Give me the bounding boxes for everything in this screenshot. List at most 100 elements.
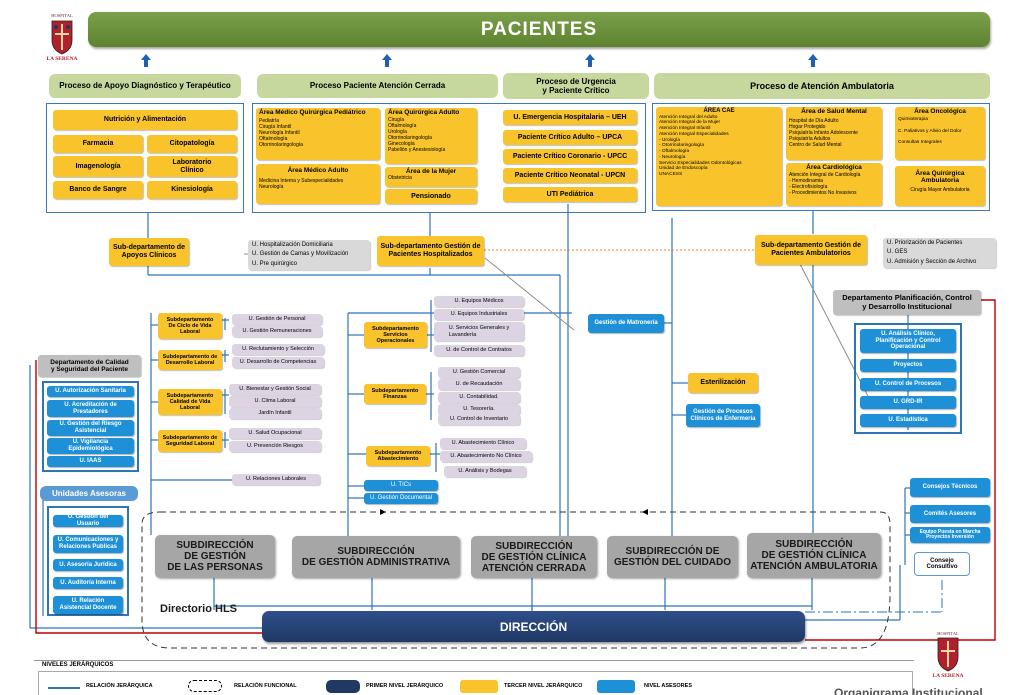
personas-unit: U. Bienestar y Gestión Social — [229, 384, 321, 395]
planificacion-unit: U. GRD-IR — [860, 396, 956, 409]
area-salud-mental: Área de Salud Mental Hospital de Día Adu… — [786, 107, 882, 160]
area-pensionado: Pensionado — [385, 189, 477, 204]
footer-title: Organigrama Institucional — [834, 686, 983, 695]
unit-farmacia-label: Farmacia — [82, 140, 114, 148]
personas-unit-label: U. Clima Laboral — [254, 398, 296, 405]
unit-laboratorio-label: Laboratorio Clínico — [172, 158, 212, 174]
legend-title: NIVELES JERÁRQUICOS — [42, 662, 114, 668]
subdireccion-cerrada: SUBDIRECCIÓN DE GESTIÓN CLÍNICA ATENCIÓN… — [471, 536, 597, 578]
area-medico-ped-items: Pediatría Cirugía Infantil Neurología In… — [259, 118, 303, 149]
urgencia-unit: Paciente Crítico Neonatal - UPCN — [503, 168, 637, 183]
calidad-unit: U. Acreditación de Prestadores — [47, 400, 134, 417]
subdireccion-administrativa-label: SUBDIRECCIÓN DE GESTIÓN ADMINISTRATIVA — [301, 546, 451, 568]
subdepto-hospitalizados-label: Sub-departamento Gestión de Pacientes Ho… — [380, 243, 481, 258]
planificacion-unit: U. Análisis Clínico, Planificación y Con… — [860, 329, 956, 353]
asesora-unit: U. Relación Asistencial Docente — [53, 596, 123, 614]
personas-unit: U. Gestión de Personal — [232, 314, 322, 325]
planificacion-unit: U. Estadística — [860, 414, 956, 427]
personas-unit: U. Clima Laboral — [229, 396, 321, 407]
area-quir-adulto-title: Área Quirúrgica Adulto — [388, 109, 460, 116]
subdepto-calidad-label: Subdepartamento Calidad de Vida Laboral — [166, 392, 214, 412]
consejo-unit-label: Comités Asesores — [923, 510, 977, 517]
admin-unit-label: U. de Control de Contratos — [446, 347, 512, 354]
hospital-logo: HOSPITAL LA SERENA — [42, 12, 82, 62]
svg-text:HOSPITAL: HOSPITAL — [51, 13, 73, 18]
unit-tics: U. TICs — [364, 480, 438, 491]
admin-unit: U. Abastecimiento No Clínico — [440, 451, 532, 462]
process-urgencia-label: Proceso de Urgencia y Paciente Crítico — [536, 76, 616, 95]
consejo-unit-label: Consejos Técnicos — [922, 484, 978, 491]
personas-unit-label: U. Desarrollo de Competencias — [239, 359, 317, 366]
urgencia-unit-label: U. Emergencia Hospitalaria – UEH — [513, 113, 627, 121]
asesora-unit: U. Asesoría Jurídica — [53, 559, 123, 571]
admin-unit-label: U. Análisis y Bodegas — [458, 468, 512, 475]
admin-unit: U. Equipos Industriales — [434, 309, 524, 320]
consejo-unit: Equipo Puesta en Marcha Proyectos Invers… — [910, 527, 990, 543]
admin-unit: U. de Control de Contratos — [434, 345, 524, 356]
area-mujer: Área de la Mujer Obstetricia — [385, 167, 477, 187]
gestion-matroneria-label: Gestión de Matronería — [594, 320, 658, 327]
personas-unit: U. Reclutamiento y Selección — [232, 344, 324, 355]
personas-unit-label: U. Prevención Riesgos — [247, 443, 303, 450]
calidad-unit-label: U. IAAS — [79, 458, 102, 465]
admin-unit: U. Servicios Generales y Lavandería — [434, 322, 524, 341]
direccion-box: DIRECCIÓN — [262, 611, 805, 642]
unit-kinesiologia: Kinesiología — [147, 181, 237, 199]
direccion-label: DIRECCIÓN — [499, 619, 568, 634]
process-cerrada-label: Proceso Paciente Atención Cerrada — [309, 81, 446, 91]
admin-unit-label: U. Equipos Médicos — [454, 298, 504, 305]
personas-unit-label: U. Gestión de Personal — [248, 316, 306, 323]
subdepto-desarrollo: Subdepartamento de Desarrollo Laboral — [158, 350, 222, 370]
area-oncologica-items: Quimioterapia C. Paliativos y Alivio del… — [898, 117, 962, 146]
calidad-dept-panel — [42, 381, 139, 472]
admin-unit: U. Equipos Médicos — [434, 296, 524, 307]
urgencia-unit-label: UTI Pediátrica — [546, 190, 594, 198]
calidad-unit: U. Vigilancia Epidemiológica — [47, 438, 134, 454]
hosp-units-label: U. Hospitalización Domiciliaria U. Gesti… — [252, 242, 349, 267]
area-cae-items: Atención Integral del Adulto Atención In… — [659, 114, 742, 178]
subdepto-finanzas: Subdepartamento Finanzas — [364, 384, 426, 404]
calidad-unit: U. Gestión del Riesgo Asistencial — [47, 420, 134, 436]
legend-divider — [34, 660, 914, 661]
consejo-unit: Comités Asesores — [910, 505, 990, 523]
asesora-unit: U. Auditoría Interna — [53, 577, 123, 589]
admin-unit-label: U. Servicios Generales y Lavandería — [448, 325, 510, 338]
unit-banco-label: Banco de Sangre — [69, 186, 127, 194]
area-oncologica-title: Área Oncológica — [914, 108, 966, 115]
esterilizacion-label: Esterilización — [700, 379, 746, 387]
admin-unit-label: U. Contabilidad. — [459, 394, 499, 401]
asesoras-title-label: Unidades Asesoras — [52, 489, 126, 498]
relaciones-laborales-label: U. Relaciones Laborales — [246, 476, 306, 483]
unit-nutricion: Nutrición y Alimentación — [53, 110, 237, 130]
area-medico-adulto: Área Médico Adulto Medicina Interna y Su… — [256, 164, 380, 204]
legend-line-icon — [48, 687, 80, 689]
process-urgencia: Proceso de Urgencia y Paciente Crítico — [503, 73, 649, 99]
subdireccion-personas-label: SUBDIRECCIÓN DE GESTIÓN DE LAS PERSONAS — [167, 540, 263, 573]
process-ambulatoria: Proceso de Atención Ambulatoria — [654, 73, 990, 99]
legend-relacion-funcional: RELACIÓN FUNCIONAL — [234, 683, 297, 689]
calidad-dept-title-label: Departamento de Calidad y Seguridad del … — [50, 358, 129, 373]
admin-unit: U. Abastecimiento Clínico — [440, 438, 526, 449]
asesora-unit-label: U. Asesoría Jurídica — [59, 561, 117, 568]
arrow-up-icon — [382, 54, 392, 67]
pacientes-banner: PACIENTES — [88, 12, 990, 47]
legend-dashed-icon — [188, 680, 222, 692]
apoyo-panel — [46, 103, 244, 213]
area-cae: ÁREA CAE Atención Integral del Adulto At… — [656, 107, 782, 206]
admin-unit-label: U. Equipos Industriales — [450, 311, 508, 318]
process-apoyo-label: Proceso de Apoyo Diagnóstico y Terapéuti… — [59, 81, 231, 91]
asesora-unit-label: U. Auditoría Interna — [60, 579, 116, 586]
area-mujer-title: Área de la Mujer — [405, 168, 457, 175]
calidad-unit: U. IAAS — [47, 456, 134, 467]
subdepto-hospitalizados: Sub-departamento Gestión de Pacientes Ho… — [377, 236, 484, 266]
amb-units: U. Priorización de Pacientes U. GES U. A… — [883, 238, 996, 268]
calidad-unit-label: U. Vigilancia Epidemiológica — [68, 439, 113, 452]
unit-citopatologia-label: Citopatología — [169, 140, 215, 148]
urgencia-unit-label: Paciente Crítico Neonatal - UPCN — [514, 171, 626, 179]
gestion-procesos-enfermeria-label: Gestión de Procesos Clínicos de Enfermer… — [690, 408, 756, 422]
personas-unit: Jardín Infantil — [229, 408, 321, 419]
unit-farmacia: Farmacia — [53, 135, 143, 153]
arrow-up-icon — [585, 54, 595, 67]
planificacion-unit-label: Proyectos — [893, 362, 923, 369]
pacientes-title: PACIENTES — [480, 18, 598, 40]
